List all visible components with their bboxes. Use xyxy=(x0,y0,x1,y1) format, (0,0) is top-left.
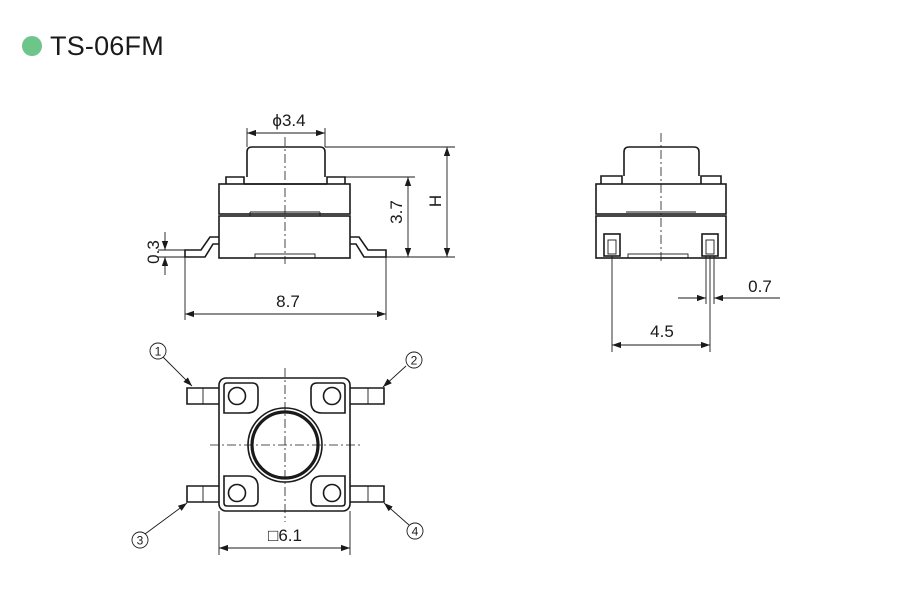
top-body xyxy=(218,377,351,512)
dim-width-overall: 8.7 xyxy=(276,292,300,311)
front-base xyxy=(218,215,351,259)
svg-text:2: 2 xyxy=(411,354,418,368)
right-terminal xyxy=(350,236,387,258)
top-view: □6.1 1 2 3 4 xyxy=(131,342,424,555)
front-top-cover xyxy=(218,183,351,215)
left-terminal xyxy=(184,236,219,258)
side-button xyxy=(623,146,700,176)
pin-label-1: 1 xyxy=(149,342,167,360)
dim-pin-pitch: 4.5 xyxy=(650,322,674,341)
dim-height-body: 3.7 xyxy=(387,200,406,224)
pin-label-4: 4 xyxy=(406,522,424,540)
page-title: TS-06FM xyxy=(50,30,164,61)
dim-pin-width: 0.7 xyxy=(748,277,772,296)
title-bullet-icon xyxy=(22,36,42,56)
terminal-2 xyxy=(350,387,385,405)
dim-body-square: □6.1 xyxy=(268,526,302,545)
dim-height-total: H xyxy=(426,195,445,207)
svg-text:1: 1 xyxy=(155,345,162,359)
dim-terminal-thickness: 0.3 xyxy=(144,240,163,264)
pin-label-3: 3 xyxy=(131,531,149,549)
header: TS-06FM xyxy=(22,28,164,64)
svg-text:3: 3 xyxy=(137,534,144,548)
front-view: ϕ3.4 3.7 H 0.3 8.7 xyxy=(144,111,455,320)
front-button xyxy=(246,146,326,177)
side-pin-left xyxy=(603,233,621,257)
side-pin-right xyxy=(701,233,719,257)
terminal-4 xyxy=(350,485,385,503)
side-view: 0.7 4.5 xyxy=(595,133,780,352)
svg-text:4: 4 xyxy=(412,525,419,539)
pin-label-2: 2 xyxy=(405,351,423,369)
dim-phi: ϕ3.4 xyxy=(272,111,305,130)
